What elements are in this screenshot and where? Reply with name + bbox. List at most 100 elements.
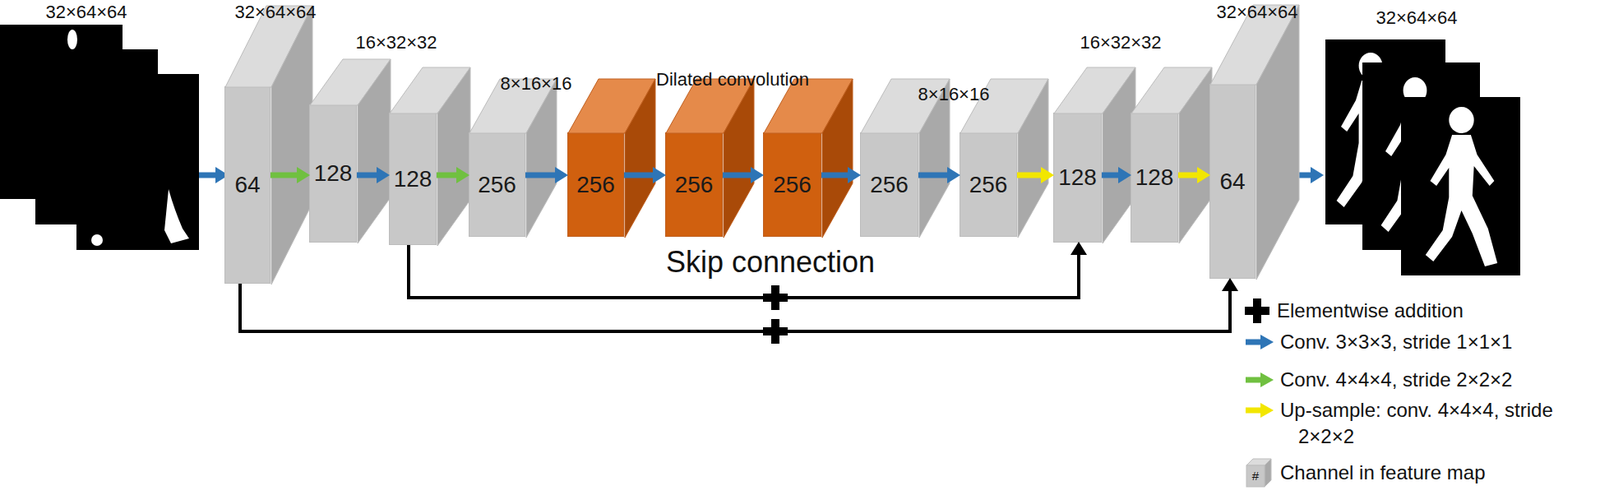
layer-arrow (356, 172, 377, 179)
feature-map-box: 256 (665, 132, 723, 237)
dimension-label: 32×64×64 (1216, 1, 1298, 23)
dimension-label: 16×32×32 (355, 32, 437, 53)
legend-text: Conv. 4×4×4, stride 2×2×2 (1280, 366, 1513, 394)
box-side-face (723, 78, 754, 238)
channel-count: 256 (869, 173, 909, 197)
drawing-part (1253, 298, 1262, 324)
drawing-part (67, 29, 78, 50)
box-depth-faces (389, 113, 391, 115)
box-side-face (1256, 4, 1300, 280)
legend-text: Up-sample: conv. 4×4×4, stride 2×2×2 (1280, 397, 1600, 451)
channel-count: 128 (1058, 166, 1097, 190)
label-holder: 32×64×64 (45, 2, 127, 23)
label-holder: 8×16×16 (500, 73, 573, 94)
output-frames (1325, 39, 1521, 276)
box-depth-faces (763, 133, 765, 135)
box-depth-faces (309, 105, 311, 107)
label-holder: 16×32×32 (1079, 32, 1161, 53)
drawing-part (1425, 106, 1498, 267)
channel-count: 128 (393, 167, 433, 191)
feature-map-box: 64 (1209, 83, 1256, 279)
legend-entry: Elementwise addition (1276, 297, 1464, 324)
legend-entry: Channel in feature map (1280, 459, 1486, 486)
legend-text: Conv. 3×3×3, stride 1×1×1 (1280, 328, 1513, 356)
feature-map-box: 128 (1130, 112, 1179, 243)
box-side-face (822, 78, 853, 238)
feature-map-box: 256 (959, 132, 1018, 237)
box-side-face (624, 78, 656, 238)
label-holder: 8×16×16 (918, 84, 990, 105)
feature-map-box: 128 (388, 112, 437, 246)
channel-count: 256 (772, 173, 812, 197)
box-side-face (437, 67, 471, 246)
drawing-part (1310, 166, 1324, 184)
drawing-part (198, 172, 218, 179)
channel-count: 256 (969, 173, 1009, 197)
legend-entry: Up-sample: conv. 4×4×4, stride 2×2×2 (1280, 397, 1600, 451)
dimension-label: 32×64×64 (1375, 7, 1457, 28)
dimension-label: 16×32×32 (1079, 32, 1161, 53)
layer-arrow (722, 172, 751, 179)
drawing-part (1260, 402, 1274, 418)
box-depth-faces (860, 133, 862, 135)
box-depth-faces (665, 133, 667, 135)
channel-count: 128 (1135, 166, 1175, 190)
feature-map-box: 256 (567, 132, 625, 237)
addition-symbols (763, 285, 788, 344)
box-depth-faces (1131, 113, 1133, 115)
layer-arrow (1017, 172, 1041, 179)
label-holder: 32×64×64 (1375, 8, 1457, 28)
drawing-part (164, 189, 190, 244)
drawing-part (76, 73, 199, 250)
layer-arrow (624, 172, 653, 179)
box-depth-faces (469, 133, 471, 135)
feature-map-box: 128 (309, 104, 357, 243)
drawing-part (1260, 372, 1274, 388)
legend-entry: Conv. 4×4×4, stride 2×2×2 (1280, 366, 1513, 394)
label-holder: 32×64×64 (234, 2, 316, 23)
skip-connection-label: Skip connection (665, 245, 875, 279)
layer-arrow (1101, 172, 1119, 179)
label-holder: Skip connection (665, 245, 875, 279)
drawing-part (1264, 458, 1272, 487)
feature-map-box: 256 (860, 132, 919, 237)
label-holder: Dilated convolution (656, 69, 810, 90)
legend-text: Channel in feature map (1280, 459, 1486, 486)
output-arrow (1297, 166, 1324, 184)
channel-count: 64 (1219, 170, 1245, 194)
label-holder: # (1252, 468, 1259, 484)
dimension-label: 8×16×16 (500, 73, 573, 94)
box-side-face (526, 78, 557, 238)
box-depth-faces (225, 87, 227, 88)
input-frames (0, 24, 199, 250)
drawing-part (1401, 97, 1521, 276)
box-depth-faces (1054, 113, 1055, 115)
channel-count: 256 (576, 173, 616, 197)
feature-map-box: 128 (1053, 112, 1102, 243)
layer-arrow (270, 172, 297, 179)
dimension-label: 8×16×16 (918, 83, 990, 105)
label-holder: 32×64×64 (1216, 2, 1298, 23)
drawing-part (1297, 172, 1313, 179)
layer-arrow (525, 172, 555, 179)
legend-entry: Conv. 3×3×3, stride 1×1×1 (1280, 328, 1513, 356)
channel-count: 128 (314, 161, 353, 185)
legend-symbol: # (1252, 468, 1259, 483)
skip-connection (408, 245, 1079, 298)
drawing-part (1245, 377, 1263, 384)
feature-map-box: 256 (763, 132, 822, 237)
section-title: Dilated convolution (656, 69, 810, 90)
channel-count: 64 (234, 173, 260, 197)
drawing-part (1245, 339, 1263, 346)
skip-connection (240, 283, 1231, 332)
layer-arrow (821, 172, 848, 179)
drawing-part (1246, 465, 1265, 487)
drawing-part (91, 234, 103, 246)
layer-arrow (918, 172, 948, 179)
box-depth-faces (1210, 84, 1212, 86)
box-side-face (1017, 78, 1049, 238)
box-side-face (357, 59, 391, 244)
label-holder: 16×32×32 (355, 32, 437, 53)
channel-count: 256 (675, 173, 714, 197)
